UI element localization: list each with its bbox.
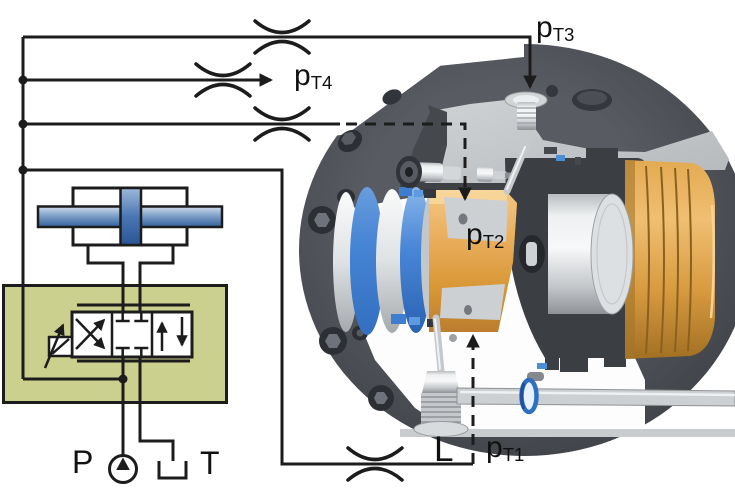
rotor-cut-notch [440,284,505,320]
bore-foot [545,358,559,370]
bore-foot [560,358,588,372]
seal-cross-sections [391,147,581,327]
drill-hole [449,334,457,342]
seal-ring-stack [333,187,445,335]
hydraulic-schematic [2,19,537,484]
silhouette-cut [306,14,440,140]
hydraulic-pipes [456,363,735,415]
gold-ribbed-drum [625,160,716,359]
adjustment-arrow [43,323,65,369]
port-a-line [86,245,125,312]
label-pt3: pT3 [536,11,575,46]
label-pt1: pT1 [486,431,525,466]
line-break-symbols [194,19,404,482]
label-drain-l: L [434,430,454,469]
directional-valve-symbol [43,310,194,369]
schematic-lines [21,35,537,480]
pt1-tap-hole [464,305,472,315]
pump-symbol [108,454,138,484]
gold-rotor [429,190,517,332]
label-tank-t: T [200,445,220,481]
line-pt2-dashed [346,122,472,202]
bore-tab [586,148,618,160]
piston [119,186,143,247]
pt2-tap-hole [458,213,468,225]
seal-bit [537,363,547,369]
bore-foot [604,358,626,367]
center-pin [526,242,537,266]
junction-dots [18,75,128,384]
line-drain [23,168,473,466]
chrome-shaft [548,193,634,315]
tank-symbol [157,461,188,480]
label-pt2: pT2 [466,218,505,253]
pressure-sensor-pt1 [413,314,469,437]
rotary-union-cutaway [299,14,735,456]
tank-line [138,357,175,461]
label-pt4: pT4 [294,59,333,94]
pressure-sensor-pt3 [503,91,548,195]
silhouette-cut [438,14,524,66]
housing-bottom-edge [400,429,735,437]
port-hole-inner [577,91,607,105]
label-pump-p: P [72,444,94,480]
flange-bolts [308,89,402,411]
rotor-cut-notch [444,197,508,242]
line-pt3 [23,35,537,90]
small-hole [546,85,558,97]
pressure-sensor-pt2 [395,156,513,188]
cylinder-symbol [36,186,224,247]
port-b-line [138,245,175,312]
